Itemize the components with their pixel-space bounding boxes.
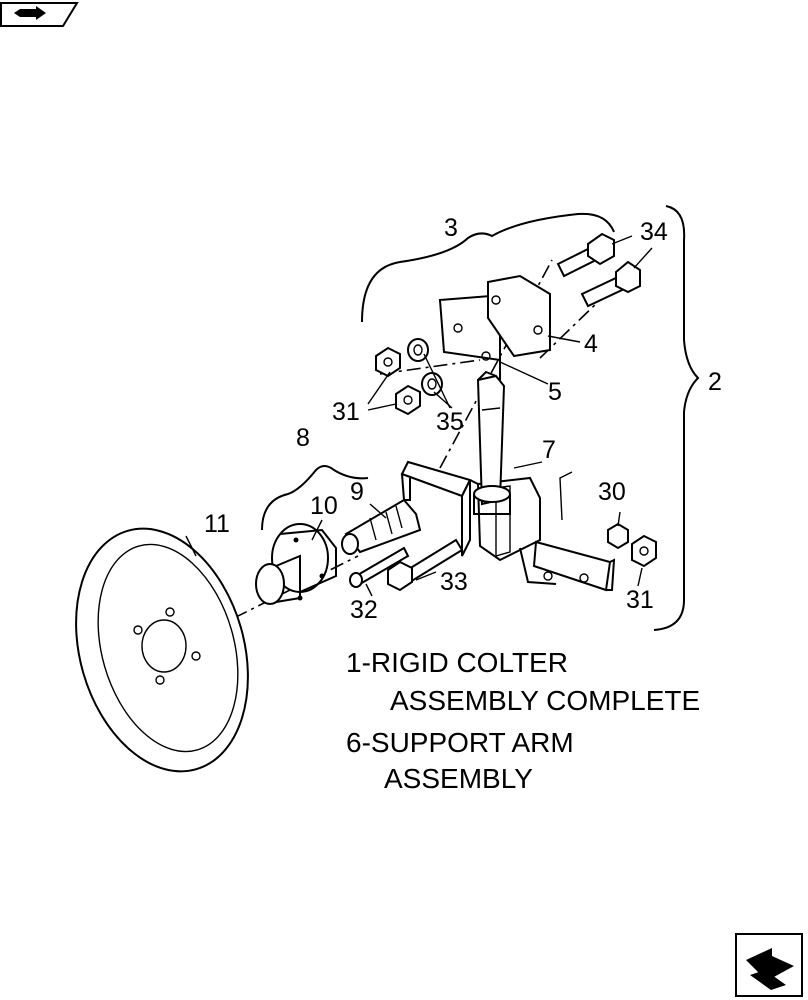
callout-10: 10 bbox=[310, 492, 338, 520]
callout-32: 32 bbox=[350, 596, 378, 624]
nut-31-lower bbox=[395, 384, 421, 416]
callout-2: 2 bbox=[708, 368, 722, 396]
book-arrow-icon[interactable] bbox=[0, 2, 79, 27]
nut-31-upper bbox=[375, 346, 401, 378]
note-line-2: ASSEMBLY COMPLETE bbox=[390, 685, 700, 716]
colter-disc bbox=[75, 527, 249, 773]
callout-34: 34 bbox=[640, 218, 668, 246]
next-page-arrow-icon[interactable] bbox=[735, 933, 803, 997]
callout-5: 5 bbox=[548, 378, 562, 406]
callout-35: 35 bbox=[436, 408, 464, 436]
hub bbox=[255, 523, 337, 605]
callout-7: 7 bbox=[542, 436, 556, 464]
callout-9: 9 bbox=[350, 478, 364, 506]
note-line-3: 6-SUPPORT ARM bbox=[346, 727, 574, 758]
callout-31-right: 31 bbox=[626, 586, 654, 614]
bolt-34-upper bbox=[556, 232, 615, 278]
brace-3 bbox=[361, 212, 615, 323]
callout-3: 3 bbox=[444, 214, 458, 242]
nut-30 bbox=[607, 522, 629, 550]
shank bbox=[473, 370, 511, 515]
nut-31-right bbox=[631, 534, 657, 568]
callout-31-left: 31 bbox=[332, 398, 360, 426]
bolt-33 bbox=[387, 538, 464, 592]
bolt-32 bbox=[349, 546, 410, 588]
bolt-34-lower bbox=[580, 260, 641, 308]
brace-8 bbox=[261, 465, 369, 531]
support-arm bbox=[400, 460, 616, 592]
washer-35-lower bbox=[421, 372, 443, 396]
callout-33: 33 bbox=[440, 568, 468, 596]
callout-8: 8 bbox=[296, 424, 310, 452]
note-line-1: 1-RIGID COLTER bbox=[346, 647, 568, 678]
note-line-4: ASSEMBLY bbox=[384, 763, 533, 794]
brace-2 bbox=[653, 205, 700, 631]
spindle bbox=[341, 498, 422, 555]
callout-4: 4 bbox=[584, 330, 598, 358]
mounting-plate-assembly bbox=[438, 274, 551, 380]
callout-11: 11 bbox=[204, 510, 230, 538]
callout-30: 30 bbox=[598, 478, 626, 506]
washer-35-upper bbox=[407, 338, 429, 362]
